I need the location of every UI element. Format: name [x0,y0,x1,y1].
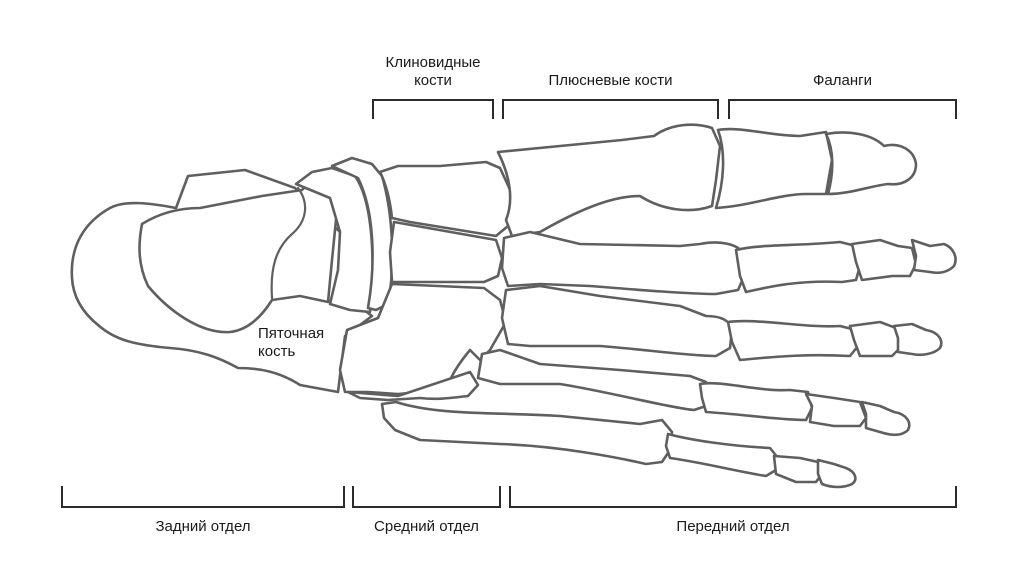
bracket-metatarsals [502,99,719,119]
label-metatarsals: Плюсневые кости [503,72,718,90]
toe-2-proximal-phalanx [734,240,862,294]
bracket-forefoot [509,486,957,508]
label-phalanges: Фаланги [729,72,956,90]
toe-3-proximal-phalanx [726,319,860,362]
bracket-phalanges [728,99,957,119]
label-hindfoot: Задний отдел [62,518,344,536]
toe-3-middle-phalanx [848,320,902,358]
toe-5-distal-phalanx [816,458,857,489]
toe-2-middle-phalanx [850,238,918,282]
label-cuneiform-line-2: кости [414,72,452,89]
metatarsal-3-bone [500,284,734,358]
toe-5-proximal-phalanx [664,432,780,478]
toe-3-distal-phalanx [892,322,943,357]
cuboid-lower-bone [346,370,480,402]
label-phalanges-text: Фаланги [813,72,872,89]
lateral-cuneiform-bone [388,220,504,284]
label-cuneiform-line-1: Клиновидные [385,54,481,71]
metatarsal-2-bone [500,230,748,296]
bracket-midfoot [352,486,501,508]
bracket-cuneiform [372,99,494,119]
toe-5-middle-phalanx [772,454,824,484]
toe-1-distal-phalanx [824,131,918,196]
label-calcaneus-line-2: кость [258,343,296,360]
toe-4-distal-phalanx [860,400,911,437]
label-calcaneus: Пяточная кость [258,325,344,361]
bracket-hindfoot [61,486,345,508]
metatarsal-4-bone [476,348,716,412]
label-cuneiform-bones: Клиновидные кости [366,54,500,90]
metatarsal-5-bone [380,400,674,466]
label-metatarsals-text: Плюсневые кости [548,72,673,89]
label-midfoot-text: Средний отдел [374,518,479,535]
label-midfoot: Средний отдел [350,518,503,536]
label-forefoot-text: Передний отдел [676,518,790,535]
label-hindfoot-text: Задний отдел [155,518,251,535]
label-forefoot: Передний отдел [510,518,956,536]
talus-bone [138,174,340,334]
toe-4-middle-phalanx [804,392,868,428]
metatarsal-1-bone [496,123,722,238]
toe-1-proximal-phalanx [714,127,834,210]
label-calcaneus-line-1: Пяточная [258,325,325,342]
toe-4-proximal-phalanx [698,381,814,422]
talus-head-line [270,186,307,300]
intermediate-cuneiform-bone [378,160,514,238]
toe-2-distal-phalanx [910,238,957,275]
